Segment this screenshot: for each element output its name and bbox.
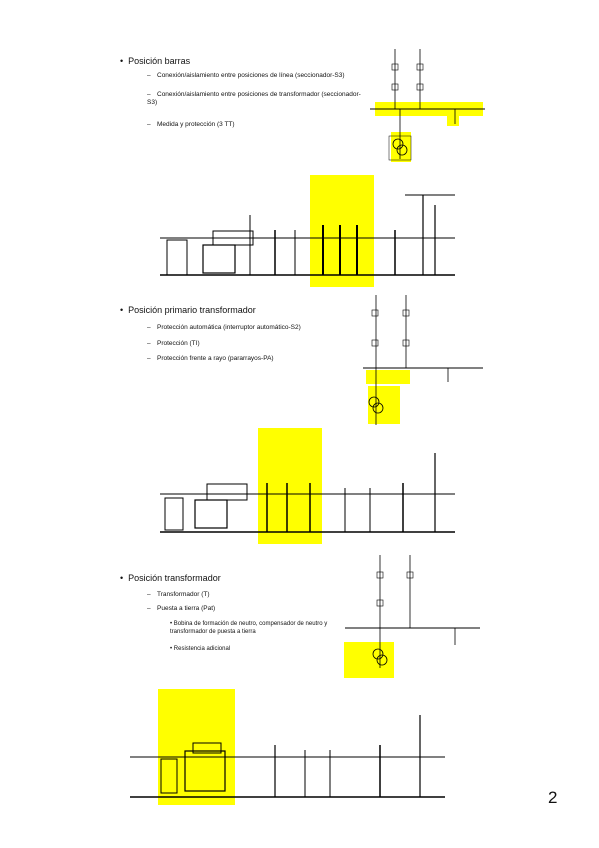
substation-drawing-2 — [160, 428, 455, 544]
section-title-text: Posición barras — [128, 56, 191, 66]
item-text: Protección frente a rayo (pararrayos-PA) — [157, 355, 274, 362]
section-1-title: • Posición barras — [120, 56, 190, 66]
section-3-item-2: –Puesta a tierra (Pat) — [147, 605, 216, 612]
item-text: Medida y protección (3 TT) — [157, 121, 235, 128]
section-3-subitem-2: • Resistencia adicional — [170, 646, 231, 652]
section-3-subitem-1: • Bobina de formación de neutro, compens… — [170, 621, 328, 635]
section-title-text: Posición transformador — [128, 573, 221, 583]
single-line-diagram-2 — [363, 295, 483, 425]
page-number: 2 — [548, 788, 558, 807]
section-2-title: • Posición primario transformador — [120, 305, 256, 315]
subitem-text: Bobina de formación de neutro, compensad… — [170, 621, 328, 635]
section-1-item-1: –Conexión/aislamiento entre posiciones d… — [147, 72, 345, 79]
single-line-diagram-1 — [370, 49, 485, 162]
section-1-item-2: –Conexión/aislamiento entre posiciones d… — [147, 91, 361, 106]
substation-drawing-1 — [160, 175, 455, 287]
item-text: Protección automática (interruptor autom… — [157, 324, 301, 331]
bullet-dot: • — [120, 305, 124, 315]
subitem-text: Resistencia adicional — [173, 646, 231, 652]
item-text: Conexión/aislamiento entre posiciones de… — [147, 91, 361, 106]
section-2-item-3: –Protección frente a rayo (pararrayos-PA… — [147, 355, 274, 362]
section-1-item-3: –Medida y protección (3 TT) — [147, 121, 235, 128]
bullet-dot: • — [120, 56, 124, 66]
bullet-dot: • — [120, 573, 124, 583]
section-3-title: • Posición transformador — [120, 573, 221, 583]
substation-drawing-3 — [130, 689, 445, 805]
section-2-item-1: –Protección automática (interruptor auto… — [147, 324, 301, 331]
item-text: Protección (TI) — [157, 340, 200, 347]
section-2-item-2: –Protección (TI) — [147, 340, 200, 347]
section-3-item-1: –Transformador (T) — [147, 591, 210, 598]
item-text: Transformador (T) — [157, 591, 210, 598]
item-text: Puesta a tierra (Pat) — [157, 605, 216, 612]
single-line-diagram-3 — [344, 555, 480, 678]
item-text: Conexión/aislamiento entre posiciones de… — [157, 72, 345, 79]
section-title-text: Posición primario transformador — [128, 305, 256, 315]
